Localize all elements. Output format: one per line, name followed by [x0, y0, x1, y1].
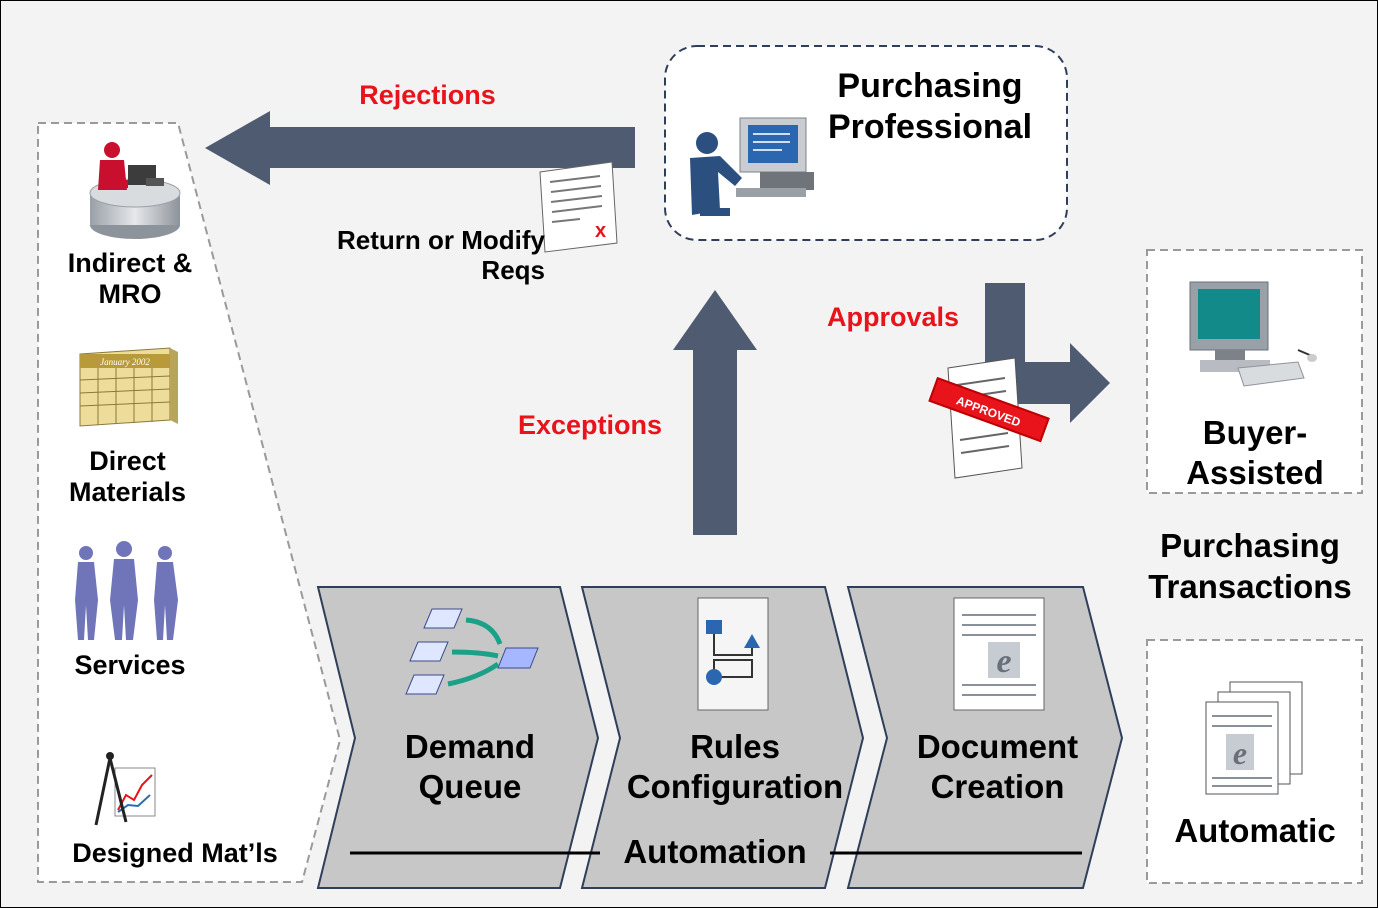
return-modify-label: Return or Modify Reqs: [337, 225, 545, 285]
calendar-icon: January 2002: [79, 347, 178, 427]
step-demand-queue-label: Demand Queue: [404, 728, 536, 805]
svg-text:x: x: [595, 220, 606, 242]
step-document-creation-label: Document Creation: [916, 728, 1079, 805]
desktop-computer-icon: [1189, 281, 1317, 387]
approved-document-icon: APPROVED: [928, 357, 1050, 479]
stacked-doc-letter: e: [1233, 735, 1247, 771]
automatic-label: Automatic: [1174, 812, 1336, 849]
people-icon: [75, 541, 178, 640]
stacked-documents-icon: e: [1205, 681, 1303, 795]
source-designed-label: Designed Mat’ls: [72, 838, 278, 868]
chevron-document-creation: [846, 586, 1124, 889]
compass-chart-icon: [94, 752, 156, 826]
source-indirect-label: Indirect & MRO: [67, 248, 193, 310]
chevron-rules-configuration: [580, 586, 865, 889]
desk-worker-icon: [89, 142, 181, 239]
demand-queue-icon: [405, 608, 539, 695]
source-direct-label: Direct Materials: [68, 446, 187, 508]
source-services-label: Services: [74, 650, 186, 680]
professional-title: Purchasing Professional: [827, 67, 1033, 146]
calendar-month-text: January 2002: [100, 357, 150, 367]
automation-label: Automation: [623, 833, 807, 870]
approvals-label: Approvals: [826, 302, 960, 332]
rejected-document-icon: x: [539, 161, 618, 253]
exceptions-arrow: [673, 290, 757, 535]
sources-panel: [37, 122, 342, 883]
rejections-label: Rejections: [359, 80, 496, 110]
computer-user-icon: [690, 117, 814, 216]
buyer-assisted-label: Buyer-Assisted: [1186, 414, 1324, 491]
flowchart-icon: [697, 597, 769, 711]
rejections-arrow: [205, 111, 635, 185]
e-document-icon: e: [953, 597, 1045, 711]
e-doc-letter: e: [996, 643, 1011, 680]
exceptions-label: Exceptions: [517, 410, 663, 440]
step-rules-configuration-label: Rules Configuration: [626, 728, 844, 805]
purchasing-transactions-heading: Purchasing Transactions: [1148, 527, 1352, 606]
